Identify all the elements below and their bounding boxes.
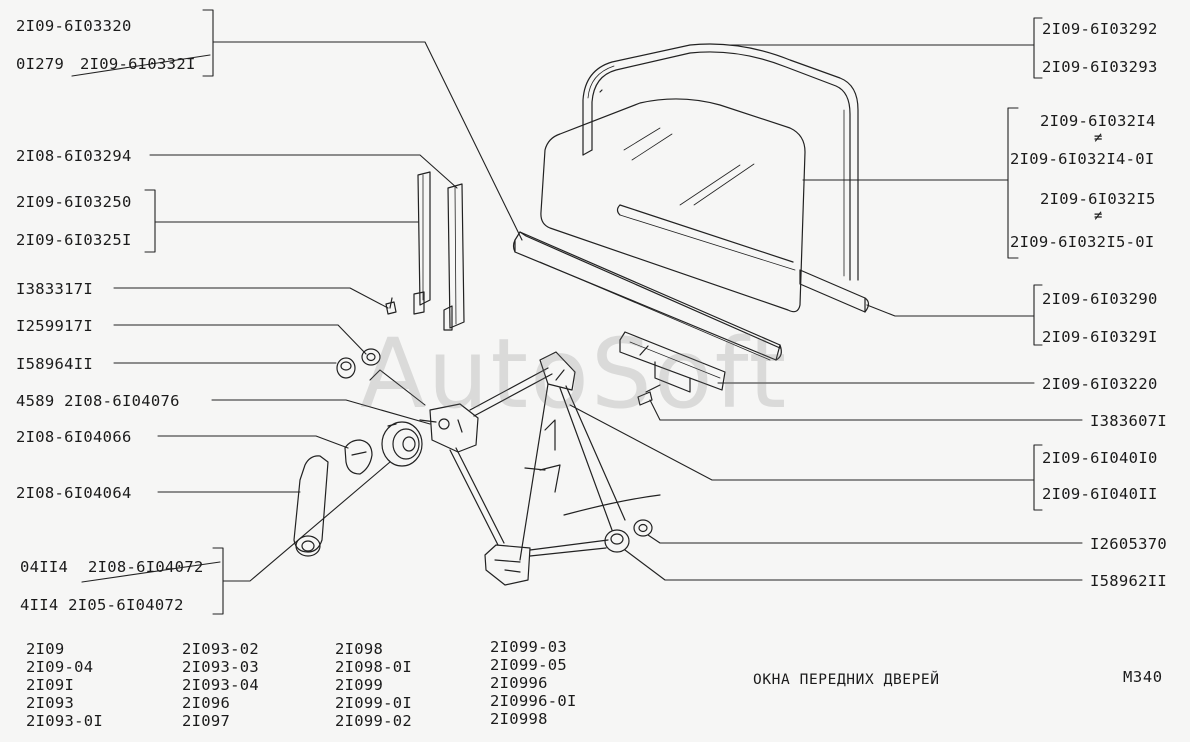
part-label-2109-6103215: 2I09-6I032I5 (1040, 190, 1156, 208)
model-item: 2I093 (26, 694, 75, 712)
part-label-2109-6103251: 2I09-6I0325I (16, 231, 132, 249)
part-label-1259917I: I259917I (16, 317, 94, 335)
leader-lines-left (113, 9, 523, 615)
part-label-2109-6103292: 2I09-6I03292 (1042, 20, 1158, 38)
fasteners (336, 297, 661, 553)
part-label-2109-6103250: 2I09-6I03250 (16, 193, 132, 211)
glass-channel (619, 331, 726, 393)
part-label-2109-6104010: 2I09-6I040I0 (1042, 449, 1158, 467)
part-label-2109-6103215-01: 2I09-6I032I5-0I (1010, 233, 1155, 251)
part-label-2109-6103214-01: 2I09-6I032I4-0I (1010, 150, 1155, 168)
part-label-1383607I: I383607I (1090, 412, 1168, 430)
part-label-158964II: I58964II (16, 355, 94, 373)
part-label-04114: 04II4 (20, 558, 69, 576)
supersede-marks (71, 54, 221, 583)
part-label-2108-6104066: 2I08-6I04066 (16, 428, 132, 446)
part-label-2108-6104076: 4589 2I08-6I04076 (16, 392, 180, 410)
not-interchangeable-mark-2: ≠ (1094, 208, 1103, 224)
part-label-2109-6103220: 2I09-6I03220 (1042, 375, 1158, 393)
part-label-2109-6103293: 2I09-6I03293 (1042, 58, 1158, 76)
part-label-158962II: I58962II (1090, 572, 1168, 590)
model-item: 2I093-0I (26, 712, 104, 730)
inner-belt-seal (799, 269, 870, 313)
part-label-2108-6104072: 2I08-6I04072 (88, 558, 204, 576)
model-column-4: 2I099-03 2I099-05 2I0996 2I0996-0I 2I099… (490, 638, 577, 728)
part-label-12605370: I2605370 (1090, 535, 1168, 553)
model-column-3: 2I098 2I098-0I 2I099 2I099-0I 2I099-02 (335, 640, 412, 730)
rear-guide-channels (413, 171, 465, 331)
part-label-2105-6104072: 4II4 2I05-6I04072 (20, 596, 184, 614)
model-item: 2I099-05 (490, 656, 568, 674)
model-column-2: 2I093-02 2I093-03 2I093-04 2I096 2I097 (182, 640, 259, 730)
diagram-title: ОКНА ПЕРЕДНИХ ДВЕРЕЙ (753, 672, 940, 688)
part-label-2108-6104064: 2I08-6I04064 (16, 484, 132, 502)
model-item: 2I099-03 (490, 638, 568, 656)
model-item: 2I093-02 (182, 640, 260, 658)
leader-lines-right (569, 17, 1083, 581)
model-column-1: 2I09 2I09-04 2I09I 2I093 2I093-0I (26, 640, 103, 730)
model-item: 2I0996 (490, 674, 548, 692)
model-item: 2I0996-0I (490, 692, 577, 710)
door-glass (540, 98, 806, 313)
part-label-2109-6103214: 2I09-6I032I4 (1040, 112, 1156, 130)
model-item: 2I097 (182, 712, 231, 730)
model-item: 2I0998 (490, 710, 548, 728)
model-item: 2I093-04 (182, 676, 260, 694)
model-item: 2I099-02 (335, 712, 413, 730)
part-label-2109-6103290: 2I09-6I03290 (1042, 290, 1158, 308)
model-item: 2I098 (335, 640, 384, 658)
watermark: AutoSoft (360, 318, 789, 430)
part-label-2109-6104011: 2I09-6I040II (1042, 485, 1158, 503)
model-item: 2I09 (26, 640, 65, 658)
part-label-2109-6103320: 2I09-6I03320 (16, 17, 132, 35)
part-label-2109-6103291: 2I09-6I0329I (1042, 328, 1158, 346)
not-interchangeable-mark-1: ≠ (1094, 130, 1103, 146)
model-item: 2I099-0I (335, 694, 413, 712)
model-item: 2I096 (182, 694, 231, 712)
glass-run-seal (582, 43, 859, 281)
model-item: 2I099 (335, 676, 384, 694)
part-label-01279: 0I279 (16, 55, 65, 73)
part-label-1383317I: I383317I (16, 280, 94, 298)
model-item: 2I09-04 (26, 658, 94, 676)
model-item: 2I09I (26, 676, 75, 694)
part-label-2108-6103294: 2I08-6I03294 (16, 147, 132, 165)
model-item: 2I098-0I (335, 658, 413, 676)
page-code: M340 (1123, 668, 1163, 686)
model-item: 2I093-03 (182, 658, 260, 676)
part-label-2109-6103321: 2I09-6I0332I (80, 55, 196, 73)
window-crank-parts (293, 421, 423, 557)
